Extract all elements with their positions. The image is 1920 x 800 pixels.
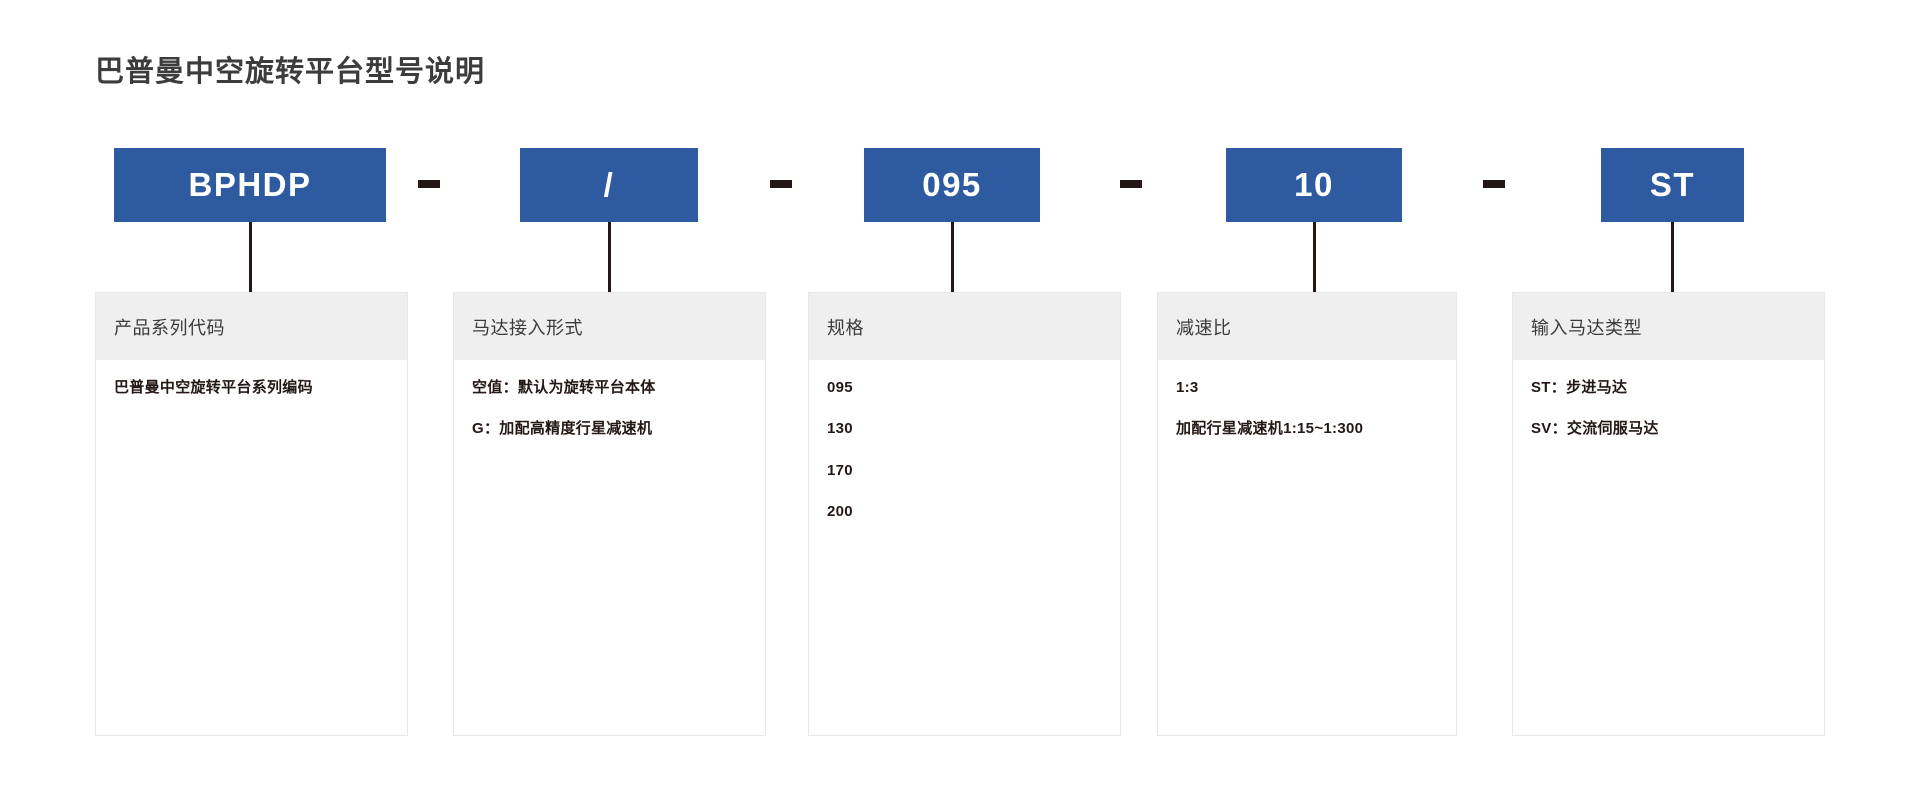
code-badge-size-label: 095 — [922, 166, 982, 203]
list-item: 130 — [827, 420, 853, 438]
list-item: ST：步进马达 — [1531, 379, 1628, 396]
code-badge-reduction-ratio[interactable]: 10 — [1226, 148, 1402, 222]
list-item: 巴普曼中空旋转平台系列编码 — [114, 379, 313, 396]
panel-motor-type: 输入马达类型 ST：步进马达 SV：交流伺服马达 — [1512, 292, 1825, 736]
panel-header-size: 规格 — [809, 293, 1120, 360]
code-separator-dash-4 — [1483, 180, 1505, 188]
panel-header-series-code: 产品系列代码 — [96, 293, 407, 360]
code-badge-motor-connection-label: / — [603, 166, 615, 203]
panel-body-motor-connection: 空值：默认为旋转平台本体 G：加配高精度行星减速机 — [454, 360, 765, 440]
connector-line-reduction-ratio — [1313, 222, 1316, 292]
list-item: G：加配高精度行星减速机 — [472, 420, 653, 438]
connector-line-size — [951, 222, 954, 292]
panel-body-size: 095 130 170 200 — [809, 360, 1120, 522]
code-badge-series[interactable]: BPHDP — [114, 148, 386, 222]
panel-header-reduction-ratio: 减速比 — [1158, 293, 1456, 360]
list-item: 空值：默认为旋转平台本体 — [472, 379, 656, 396]
code-badge-motor-connection[interactable]: / — [520, 148, 698, 222]
list-item: 095 — [827, 379, 853, 396]
connector-line-motor-connection — [608, 222, 611, 292]
panel-series-code: 产品系列代码 巴普曼中空旋转平台系列编码 — [95, 292, 408, 736]
panel-header-motor-type: 输入马达类型 — [1513, 293, 1824, 360]
list-item: 170 — [827, 461, 853, 479]
panel-motor-connection: 马达接入形式 空值：默认为旋转平台本体 G：加配高精度行星减速机 — [453, 292, 766, 736]
list-item: SV：交流伺服马达 — [1531, 420, 1659, 438]
code-separator-dash-2 — [770, 180, 792, 188]
code-separator-dash-1 — [418, 180, 440, 188]
panel-size: 规格 095 130 170 200 — [808, 292, 1121, 736]
list-item: 加配行星减速机1:15~1:300 — [1176, 420, 1364, 438]
code-badge-motor-type[interactable]: ST — [1601, 148, 1744, 222]
connector-line-motor-type — [1671, 222, 1674, 292]
panel-reduction-ratio: 减速比 1:3 加配行星减速机1:15~1:300 — [1157, 292, 1457, 736]
page-title: 巴普曼中空旋转平台型号说明 — [95, 56, 486, 88]
panel-body-series-code: 巴普曼中空旋转平台系列编码 — [96, 360, 407, 398]
code-badge-reduction-ratio-label: 10 — [1294, 166, 1334, 203]
list-item: 1:3 — [1176, 379, 1199, 396]
code-badge-motor-type-label: ST — [1649, 166, 1696, 203]
panel-header-motor-connection: 马达接入形式 — [454, 293, 765, 360]
panel-body-motor-type: ST：步进马达 SV：交流伺服马达 — [1513, 360, 1824, 440]
code-badge-series-label: BPHDP — [188, 166, 312, 203]
code-badge-size[interactable]: 095 — [864, 148, 1040, 222]
list-item: 200 — [827, 502, 853, 520]
panel-body-reduction-ratio: 1:3 加配行星减速机1:15~1:300 — [1158, 360, 1456, 440]
connector-line-series — [249, 222, 252, 292]
model-code-row: BPHDP / 095 10 ST — [0, 148, 1920, 222]
code-separator-dash-3 — [1120, 180, 1142, 188]
